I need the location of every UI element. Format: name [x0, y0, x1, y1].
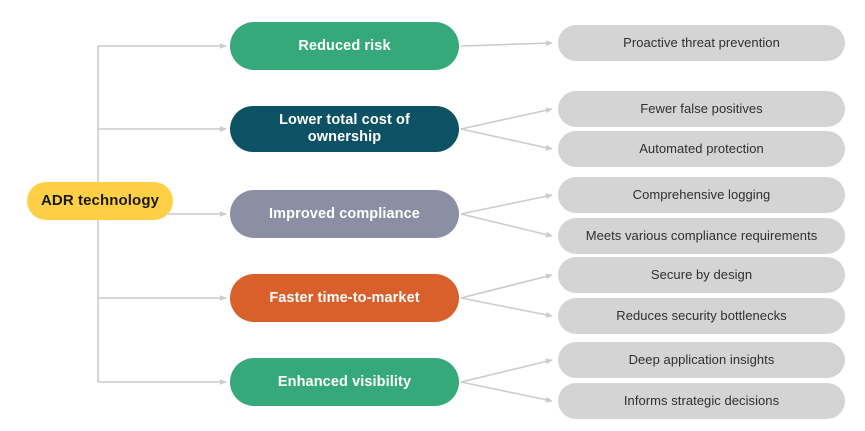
- leaf-node-5-2-label: Informs strategic decisions: [623, 392, 780, 408]
- branch-node-5[interactable]: Enhanced visibility: [230, 358, 459, 406]
- branch-node-1-label: Reduced risk: [298, 37, 391, 54]
- leaf-node-5-1[interactable]: Deep application insights: [558, 342, 845, 378]
- leaf-node-4-2-label: Reduces security bottlenecks: [616, 307, 787, 323]
- leaf-node-3-1-label: Comprehensive logging: [632, 186, 771, 202]
- root-node-adr-technology[interactable]: ADR technology: [27, 182, 173, 220]
- leaf-node-3-2[interactable]: Meets various compliance requirements: [558, 218, 845, 254]
- leaf-node-2-1[interactable]: Fewer false positives: [558, 91, 845, 127]
- root-node-adr-technology-label: ADR technology: [40, 192, 160, 210]
- branch-node-2[interactable]: Lower total cost of ownership: [230, 106, 459, 152]
- leaf-node-2-2-label: Automated protection: [639, 140, 764, 156]
- branch-node-3-label: Improved compliance: [269, 205, 420, 222]
- branch-node-4-label: Faster time-to-market: [269, 289, 420, 306]
- branch-node-2-label: Lower total cost of ownership: [279, 112, 410, 145]
- leaf-node-3-2-label: Meets various compliance requirements: [585, 227, 818, 243]
- leaf-node-1-1-label: Proactive threat prevention: [623, 34, 780, 50]
- leaf-node-4-1-label: Secure by design: [650, 266, 753, 282]
- branch-node-1[interactable]: Reduced risk: [230, 22, 459, 70]
- leaf-node-5-2[interactable]: Informs strategic decisions: [558, 383, 845, 419]
- leaf-node-4-1[interactable]: Secure by design: [558, 257, 845, 293]
- branch-node-5-label: Enhanced visibility: [277, 373, 412, 390]
- leaf-node-5-1-label: Deep application insights: [628, 351, 775, 367]
- leaf-node-2-2[interactable]: Automated protection: [558, 131, 845, 167]
- branch-node-3[interactable]: Improved compliance: [230, 190, 459, 238]
- branch-node-4[interactable]: Faster time-to-market: [230, 274, 459, 322]
- leaf-node-4-2[interactable]: Reduces security bottlenecks: [558, 298, 845, 334]
- leaf-node-2-1-label: Fewer false positives: [640, 100, 763, 116]
- leaf-node-3-1[interactable]: Comprehensive logging: [558, 177, 845, 213]
- leaf-node-1-1[interactable]: Proactive threat prevention: [558, 25, 845, 61]
